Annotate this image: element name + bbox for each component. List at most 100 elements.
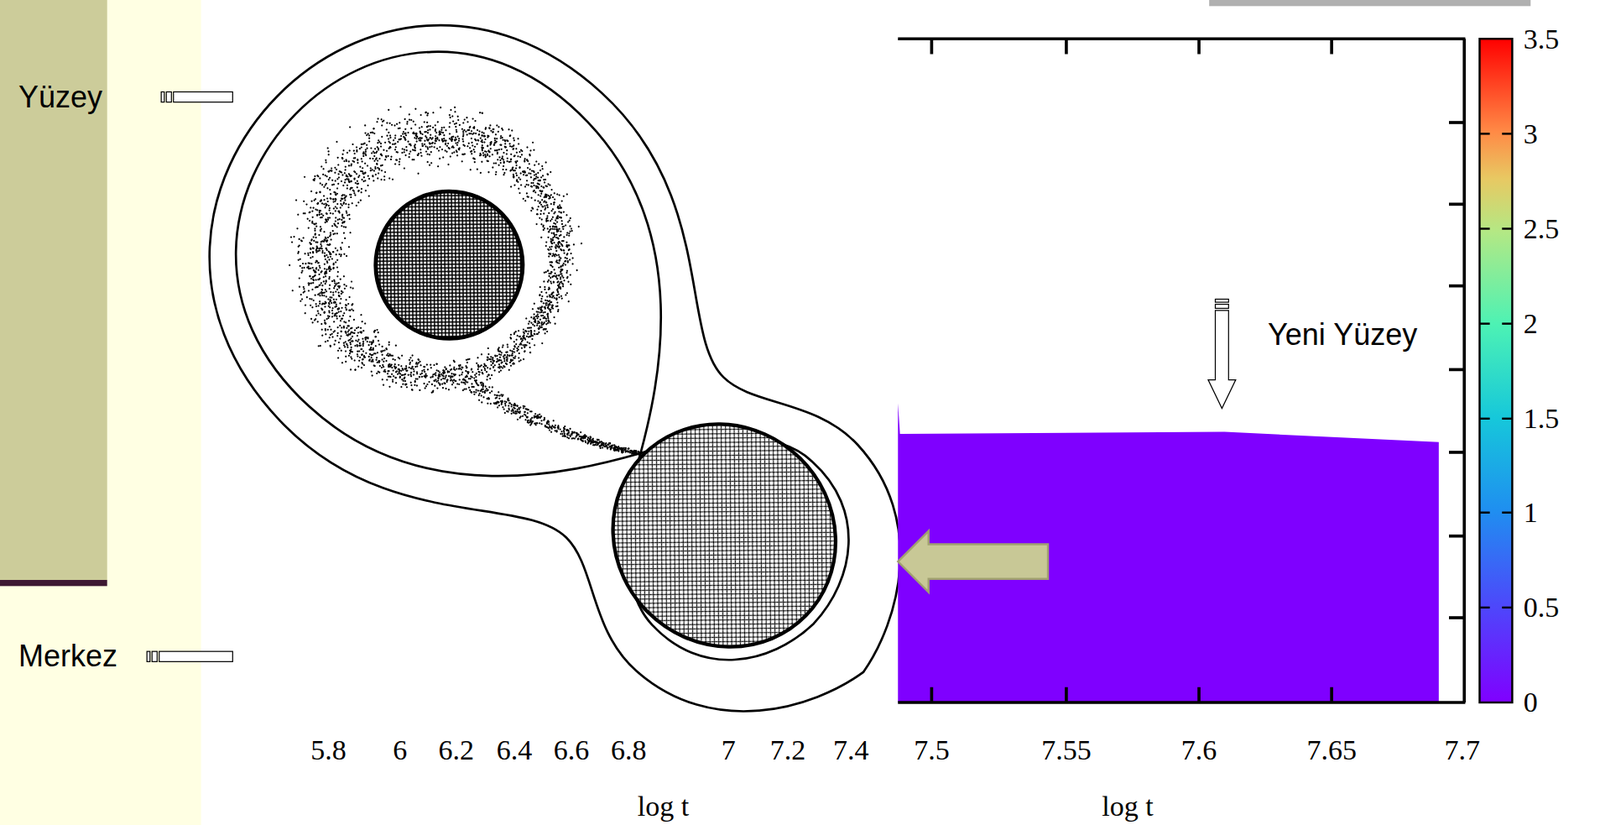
disk-particle [399, 372, 402, 376]
disk-particle [331, 250, 334, 254]
disk-particle [333, 246, 337, 250]
disk-particle [330, 308, 334, 312]
disk-particle [486, 355, 490, 359]
disk-particle [516, 180, 520, 183]
disk-particle [444, 129, 448, 132]
disk-particle [380, 145, 383, 148]
disk-particle [319, 198, 323, 202]
disk-particle [562, 249, 565, 252]
disk-particle [323, 267, 326, 271]
disk-particle [508, 360, 511, 364]
disk-particle [312, 278, 315, 282]
disk-particle [305, 296, 308, 299]
disk-particle [323, 257, 327, 261]
disk-particle [513, 154, 516, 157]
disk-particle [565, 213, 569, 217]
disk-particle [557, 240, 560, 244]
disk-particle [470, 140, 474, 144]
disk-particle [336, 331, 339, 334]
disk-particle [339, 179, 343, 183]
disk-particle [380, 353, 384, 356]
disk-particle [312, 178, 316, 182]
disk-particle [510, 157, 513, 161]
disk-particle [365, 340, 369, 344]
disk-particle [380, 177, 383, 181]
disk-particle [565, 240, 569, 244]
disk-particle [343, 283, 346, 287]
disk-particle [488, 126, 491, 130]
disk-particle [480, 111, 484, 115]
disk-particle [311, 266, 314, 270]
disk-particle [343, 193, 346, 197]
disk-particle [536, 179, 540, 183]
disk-particle [329, 290, 333, 293]
disk-particle [530, 185, 533, 188]
disk-particle [350, 307, 354, 311]
disk-particle [387, 343, 391, 346]
disk-particle [526, 195, 529, 199]
disk-particle [342, 183, 345, 187]
disk-particle [411, 367, 415, 371]
disk-particle [318, 225, 322, 229]
disk-particle [447, 141, 450, 145]
disk-particle [370, 374, 374, 377]
disk-particle [338, 319, 342, 323]
disk-particle [440, 128, 443, 131]
disk-particle [491, 362, 495, 365]
disk-particle [332, 200, 335, 204]
disk-particle [560, 297, 563, 300]
disk-particle [410, 126, 413, 130]
disk-particle [452, 359, 455, 362]
disk-particle [512, 361, 516, 365]
disk-particle [528, 154, 532, 157]
disk-particle [338, 170, 342, 173]
disk-particle [391, 357, 395, 360]
disk-particle [453, 122, 456, 126]
disk-particle [320, 328, 324, 331]
disk-particle [410, 388, 413, 391]
disk-particle [386, 154, 390, 157]
disk-particle [317, 213, 321, 216]
disk-particle [432, 125, 435, 129]
disk-particle [334, 302, 338, 306]
disk-particle [332, 293, 335, 297]
disk-particle [447, 162, 450, 166]
disk-particle [381, 363, 385, 366]
disk-particle [390, 177, 394, 181]
disk-particle [359, 191, 363, 194]
disk-particle [561, 268, 564, 272]
disk-particle [563, 263, 567, 266]
disk-particle [401, 151, 404, 154]
disk-particle [385, 156, 388, 159]
disk-particle [462, 121, 465, 125]
disk-particle [452, 119, 455, 123]
disk-particle [388, 145, 391, 149]
disk-particle [509, 160, 512, 163]
disk-particle [386, 354, 390, 358]
disk-particle [465, 133, 469, 136]
disk-particle [379, 153, 382, 157]
disk-particle [508, 142, 511, 146]
disk-particle [538, 293, 542, 297]
disk-particle [537, 330, 541, 334]
disk-particle [341, 313, 344, 317]
disk-particle [424, 145, 428, 148]
disk-particle [538, 216, 542, 219]
disk-particle [547, 287, 550, 291]
disk-particle [407, 358, 411, 361]
disk-particle [455, 150, 459, 153]
disk-particle [544, 327, 548, 330]
disk-particle [502, 173, 506, 177]
disk-particle [531, 189, 535, 193]
disk-particle [297, 251, 300, 255]
disk-particle [344, 159, 348, 162]
disk-particle [522, 357, 526, 360]
disk-particle [325, 260, 329, 263]
disk-particle [420, 375, 423, 378]
disk-particle [309, 206, 313, 209]
disk-particle [557, 274, 561, 277]
disk-particle [448, 114, 451, 117]
disk-particle [557, 265, 561, 269]
disk-particle [388, 385, 391, 388]
disk-particle [327, 153, 330, 157]
